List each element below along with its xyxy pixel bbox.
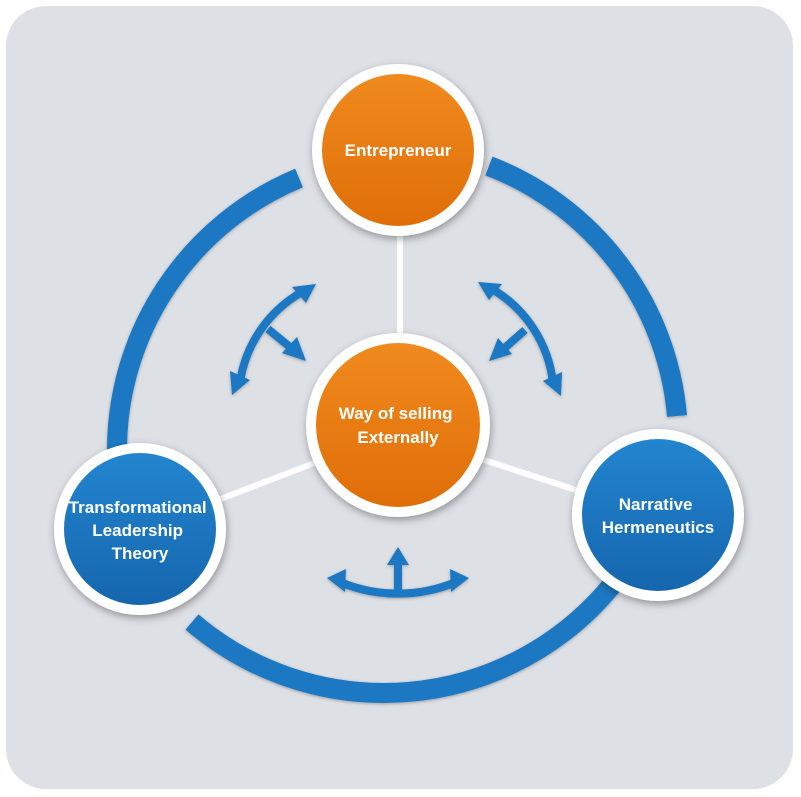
double-arrow-upper-right xyxy=(478,282,562,396)
double-arrow-bottom xyxy=(327,547,469,598)
ring-arc-top-right xyxy=(485,156,687,417)
connector-right xyxy=(477,455,583,495)
node-label-narrative-hermeneutics: Narrative Hermeneutics xyxy=(602,495,714,537)
node-narrative-hermeneutics: Narrative Hermeneutics xyxy=(572,429,744,601)
connector-left xyxy=(216,457,324,503)
node-label-transformational-leadership: Transformational Leadership Theory xyxy=(69,498,212,563)
node-transformational-leadership: Transformational Leadership Theory xyxy=(54,443,226,615)
ring-arc-top-left xyxy=(106,168,303,454)
cycle-ring xyxy=(106,156,687,703)
ring-arc-bottom xyxy=(185,578,620,703)
node-label-way-of-selling: Way of selling Externally xyxy=(339,404,457,447)
interaction-arrows xyxy=(230,282,562,598)
node-way-of-selling: Way of selling Externally xyxy=(306,333,490,517)
double-arrow-upper-left xyxy=(230,284,316,395)
node-entrepreneur: Entrepreneur xyxy=(312,64,484,236)
node-label-entrepreneur: Entrepreneur xyxy=(345,141,452,160)
